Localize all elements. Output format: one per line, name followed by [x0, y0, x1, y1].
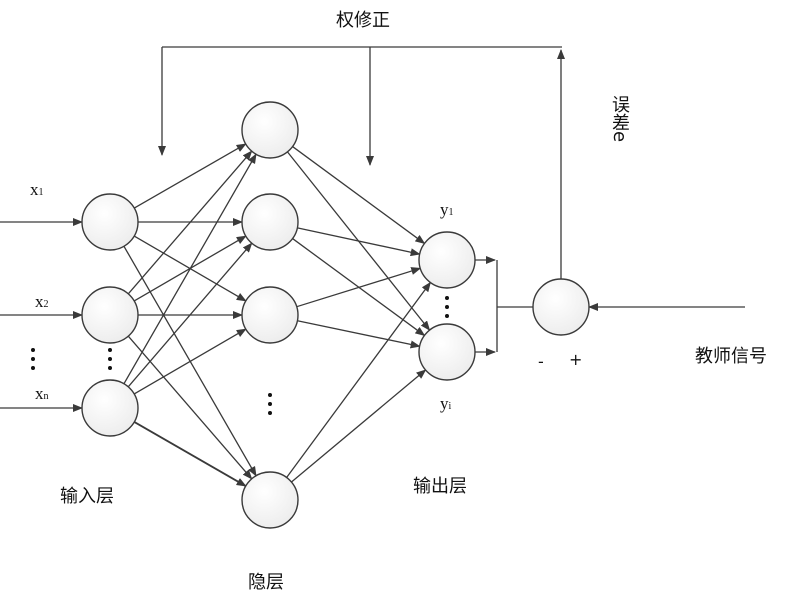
- output-layer-label: 输出层: [413, 476, 467, 497]
- hidden-neuron: [241, 286, 299, 344]
- input-label-x2: x2: [35, 292, 49, 311]
- ellipsis-dot: [268, 411, 272, 415]
- ellipsis-dot: [445, 296, 449, 300]
- input-neuron: [81, 286, 139, 344]
- input-hidden-edge: [127, 335, 253, 480]
- input-neuron: [81, 193, 139, 251]
- hidden-neuron: [241, 193, 299, 251]
- plus-sign: +: [569, 350, 583, 369]
- hidden-output-edge: [297, 227, 421, 257]
- input-hidden-edge: [127, 150, 253, 295]
- ellipsis-dot: [108, 366, 112, 370]
- minus-sign: -: [538, 352, 544, 371]
- output-neuron: [418, 323, 476, 381]
- ellipsis-dot: [108, 357, 112, 361]
- teacher-signal-label: 教师信号: [695, 346, 767, 367]
- input-hidden-edge: [123, 153, 257, 385]
- ellipsis-dot: [445, 305, 449, 309]
- hidden-output-edge: [292, 146, 426, 245]
- hidden-neuron: [241, 471, 299, 529]
- ellipsis-dot: [31, 357, 35, 361]
- hidden-output-edge: [297, 320, 421, 349]
- input-hidden-edge: [133, 421, 247, 487]
- input-hidden-edge: [133, 143, 247, 209]
- ellipsis-dot: [268, 402, 272, 406]
- ellipsis-dot: [31, 366, 35, 370]
- input-hidden-edge: [127, 242, 253, 388]
- weight-correction-label: 权修正: [336, 10, 390, 31]
- output-label-yi: yi: [440, 394, 452, 413]
- ellipsis-dot: [108, 348, 112, 352]
- input-hidden-edge: [133, 328, 247, 395]
- output-neuron: [418, 231, 476, 289]
- input-neuron: [81, 379, 139, 437]
- input-layer-label: 输入层: [60, 486, 114, 507]
- input-label-xn: xn: [35, 384, 49, 403]
- hidden-output-edge: [286, 281, 431, 478]
- hidden-output-edge: [296, 267, 422, 308]
- comparator-node: [532, 278, 590, 336]
- hidden-output-edge: [291, 369, 427, 483]
- hidden-layer-label: 隐层: [248, 572, 284, 593]
- ellipsis-dot: [268, 393, 272, 397]
- ellipsis-dot: [31, 348, 35, 352]
- input-label-x1: x1: [30, 180, 44, 199]
- output-label-y1: y1: [440, 200, 454, 219]
- error-label: 误差e: [609, 95, 630, 143]
- ellipsis-dot: [445, 314, 449, 318]
- hidden-neuron: [241, 101, 299, 159]
